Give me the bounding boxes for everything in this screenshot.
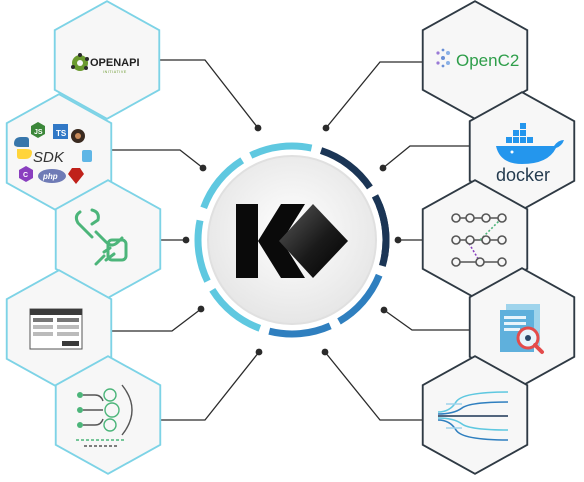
- document-search-icon: [500, 304, 544, 354]
- hub-ring-segment: [268, 322, 332, 338]
- node-openc2: OpenC2: [421, 0, 529, 120]
- connector-sdk: [99, 149, 204, 169]
- hub-ring-segment: [209, 287, 262, 332]
- center-hub: [194, 142, 390, 338]
- typescript-icon: [53, 124, 68, 139]
- ts-badge: TS: [56, 129, 67, 138]
- openapi-subtitle: INITIATIVE: [103, 70, 127, 74]
- ruby-icon: [68, 168, 84, 184]
- connector-form: [98, 308, 202, 332]
- node-docker: docker: [468, 91, 576, 211]
- form-table-icon: [29, 308, 83, 350]
- connector-docker: [382, 145, 478, 169]
- docker-whale-logo: docker: [496, 123, 564, 185]
- wrench-hand-icon: [74, 208, 128, 266]
- node-pipeline: [54, 355, 162, 475]
- node-document-search: [468, 267, 576, 387]
- docker-title: docker: [496, 165, 550, 185]
- svg-text:C: C: [23, 172, 28, 179]
- connector-document-search: [383, 309, 478, 331]
- hub-ring-segment: [249, 142, 313, 159]
- openc2-logo: OpenC2: [436, 48, 519, 70]
- workflow-nodes-icon: [451, 213, 507, 267]
- connector-pipeline: [155, 351, 260, 421]
- hub-ring-segment: [375, 203, 390, 267]
- hub-ring-segment: [319, 147, 373, 190]
- connectors: [98, 59, 478, 421]
- gear-pipeline-icon: [76, 384, 133, 447]
- nodejs-icon: [31, 122, 45, 138]
- android-icon: [82, 150, 92, 162]
- node-sdk: JS TS SDK C php: [5, 93, 113, 213]
- node-tools: [54, 179, 162, 299]
- node-openapi: OPENAPI INITIATIVE: [53, 0, 161, 120]
- openapi-logo: OPENAPI INITIATIVE: [71, 53, 140, 74]
- hub-ring-segment: [337, 273, 383, 325]
- php-badge: php: [42, 172, 58, 181]
- node-form: [5, 269, 113, 389]
- node-data-streams: [421, 355, 529, 475]
- connector-openc2: [325, 61, 436, 129]
- connector-openapi: [146, 59, 259, 129]
- data-streams-icon: [437, 391, 509, 441]
- csharp-icon: [19, 166, 33, 182]
- openapi-title: OPENAPI: [90, 57, 140, 69]
- python-icon: [14, 137, 32, 159]
- hub-ring-segment: [194, 219, 211, 283]
- node-workflow: [421, 179, 529, 299]
- openc2-title: OpenC2: [456, 51, 519, 70]
- connector-data-streams: [324, 351, 430, 421]
- hub-ring-segment: [200, 157, 245, 210]
- sdk-title: SDK: [33, 149, 65, 166]
- sdk-languages: JS TS SDK C php: [14, 122, 92, 184]
- js-badge: JS: [34, 129, 43, 136]
- php-icon: [38, 169, 66, 183]
- k-logo: [236, 204, 348, 278]
- hub-ring: [194, 142, 390, 338]
